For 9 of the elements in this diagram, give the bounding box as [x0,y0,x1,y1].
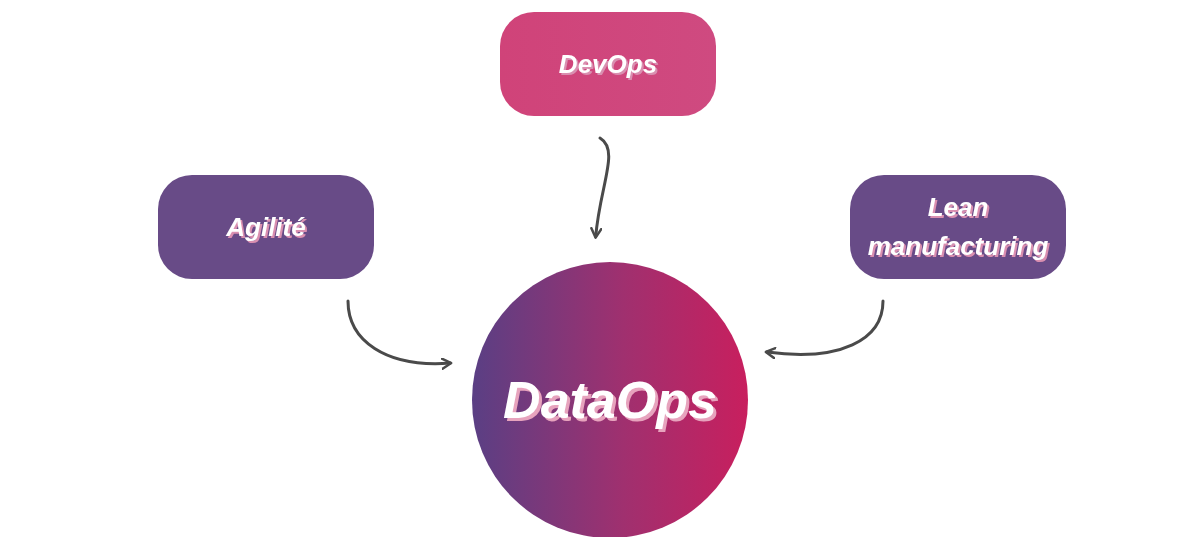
rounded-box [850,175,1066,279]
node-label: Agilité [226,210,306,244]
rounded-box [500,12,716,116]
curved-arrow [764,299,885,360]
node-label: Lean manufacturing [866,191,1050,263]
curved-arrow [590,136,611,239]
curved-arrow [346,299,453,370]
rounded-box [158,175,374,279]
node-label: DevOps [558,47,658,81]
